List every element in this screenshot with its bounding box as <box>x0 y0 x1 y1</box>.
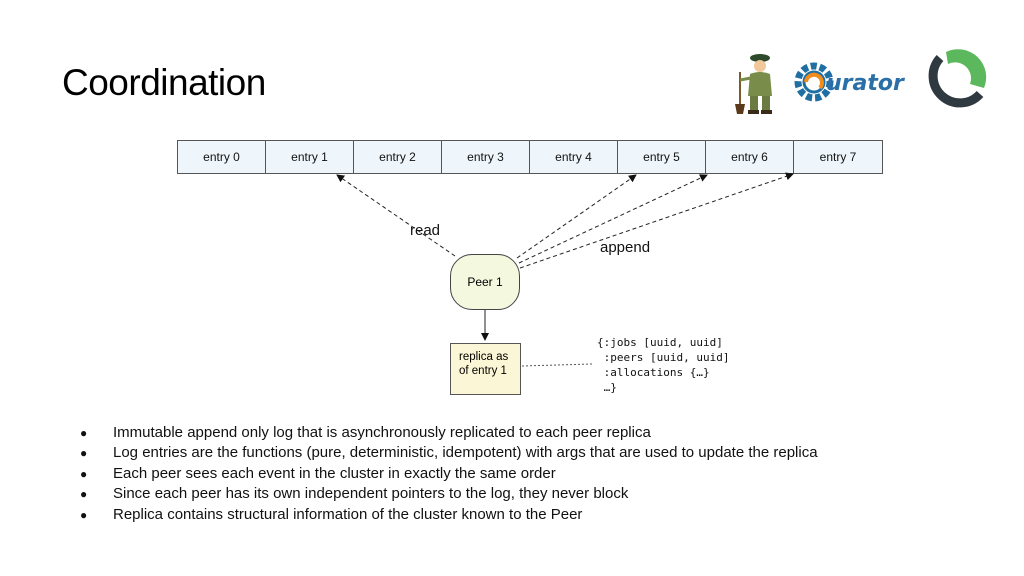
log-entry-1: entry 1 <box>266 141 354 173</box>
curator-logo-text: urator <box>826 71 905 96</box>
replica-label-line-1: replica as <box>459 351 509 363</box>
bullet-item: Log entries are the functions (pure, det… <box>80 443 818 464</box>
log-bar: entry 0 entry 1 entry 2 entry 3 entry 4 … <box>177 140 883 174</box>
peer-label: Peer 1 <box>467 275 503 289</box>
log-entry-7: entry 7 <box>794 141 882 173</box>
replica-to-code-link <box>521 363 593 367</box>
zookeeper-logo-icon <box>928 49 987 108</box>
bullet-item: Since each peer has its own independent … <box>80 484 818 505</box>
log-entry-2: entry 2 <box>354 141 442 173</box>
append-arrow-entry-7 <box>519 172 794 269</box>
logo-group: urator <box>735 49 987 114</box>
curator-logo-icon <box>794 62 834 102</box>
log-entry-3: entry 3 <box>442 141 530 173</box>
bullet-list: Immutable append only log that is asynch… <box>80 423 818 525</box>
replica-code-snippet: {:jobs [uuid, uuid] :peers [uuid, uuid] … <box>597 336 730 394</box>
read-label: read <box>410 222 441 239</box>
log-entry-4: entry 4 <box>530 141 618 173</box>
read-arrow <box>336 174 456 257</box>
bullet-item: Immutable append only log that is asynch… <box>80 423 818 444</box>
slide-title: Coordination <box>62 62 266 103</box>
onyx-mascot-icon <box>735 54 772 114</box>
replica-node: replica as of entry 1 <box>450 343 521 395</box>
replica-label-line-2: of entry 1 <box>459 365 507 377</box>
log-entry-5: entry 5 <box>618 141 706 173</box>
append-label: append <box>600 239 651 256</box>
peer-node: Peer 1 <box>450 254 520 310</box>
bullet-item: Each peer sees each event in the cluster… <box>80 464 818 485</box>
log-entry-0: entry 0 <box>178 141 266 173</box>
log-entry-6: entry 6 <box>706 141 794 173</box>
bullet-item: Replica contains structural information … <box>80 505 818 526</box>
